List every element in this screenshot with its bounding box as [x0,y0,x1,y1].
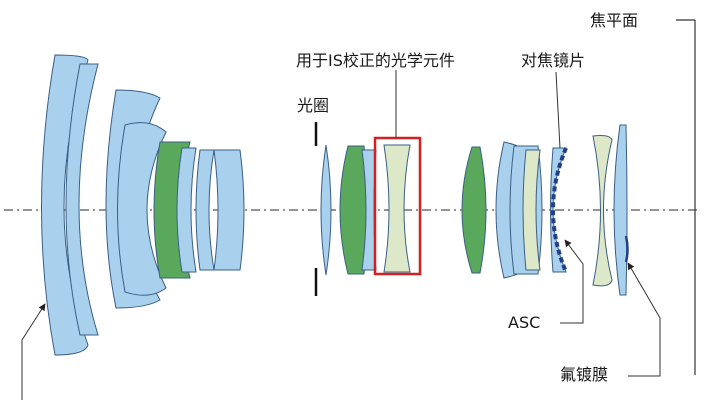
lens-element-17 [592,135,613,287]
lens-element-2 [65,63,99,336]
is-lens-element [383,144,411,273]
lens-element-15 [522,149,541,271]
is-element-label: 用于IS校正的光学元件 [296,51,455,70]
is-highlight-box [373,136,422,276]
asc-leader-line [560,239,584,324]
lens-element-4 [117,122,167,296]
aperture-label: 光圈 [297,96,330,115]
asc-label: ASC [508,313,541,332]
lens-element-7 [195,149,215,271]
fluorine-coating [624,235,629,263]
lens-element-12-green [461,146,487,274]
focal-plane-label: 焦平面 [590,11,639,30]
front-leader-line [21,303,46,400]
fluorine-leader-line [627,262,661,377]
focus-leader-line [555,71,561,149]
focus-element-label: 对焦镜片 [521,51,586,70]
lens-element-10-green [339,145,368,275]
lens-element-6 [176,147,197,273]
lens-element-18 [613,124,628,296]
asc-coating [551,147,568,273]
lens-element-8 [213,149,245,271]
lens-element-9 [320,144,332,276]
lens-element-1 [41,54,89,356]
fluorine-coating-label: 氟镀膜 [560,365,609,384]
